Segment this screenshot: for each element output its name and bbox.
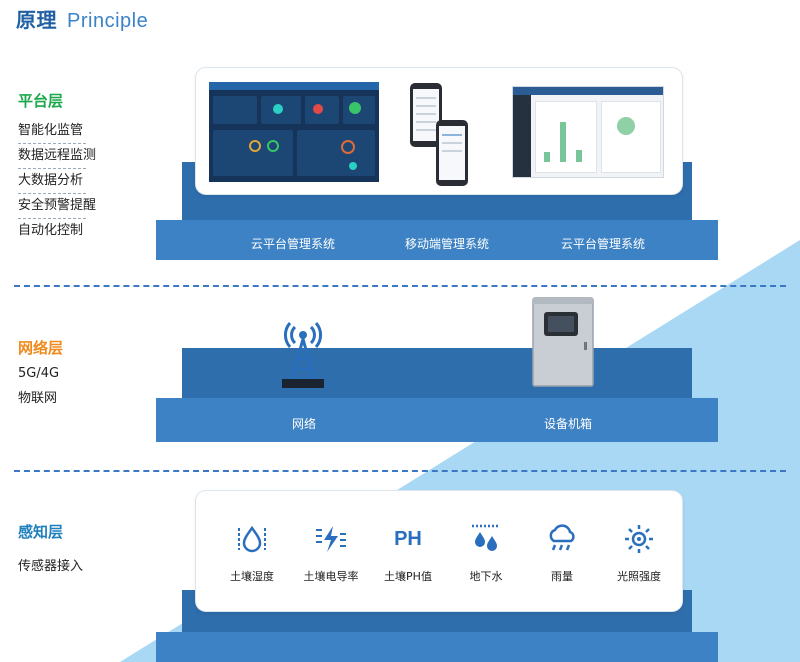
sensor-light-intensity: 光照强度 [599, 522, 679, 584]
sensor-soil-ph: PH 土壤PH值 [368, 522, 448, 584]
sensor-rainfall: 雨量 [522, 522, 602, 584]
feature-item: 5G/4G [18, 366, 60, 381]
feature-item: 物联网 [18, 391, 58, 406]
mobile-phone-front [436, 120, 468, 186]
platform-slab-front [156, 220, 718, 260]
divider-1 [14, 285, 786, 287]
network-feature-list: 5G/4G 物联网 [18, 362, 86, 412]
ph-icon: PH [394, 527, 422, 550]
sensors-card [196, 491, 682, 611]
platform-feature-list: 智能化监管 数据远程监测 大数据分析 安全预警提醒 自动化控制 [18, 119, 96, 244]
equipment-cabinet-icon [532, 297, 594, 387]
dashboard-screenshot [209, 82, 379, 182]
soil-conductivity-icon [316, 526, 346, 552]
network-slab-top [182, 348, 692, 398]
slab-label-cloud-platform-2: 云平台管理系统 [560, 237, 645, 251]
sensing-layer-heading: 感知层 [18, 523, 64, 541]
slab-label-network: 网络 [291, 417, 316, 431]
signal-tower-icon [282, 322, 324, 388]
sensor-row: 土壤湿度 土壤电导率 PH 土壤PH值 地下水 [196, 522, 682, 588]
network-layer-heading: 网络层 [18, 339, 64, 357]
feature-item: 大数据分析 [18, 169, 86, 194]
slab-label-mobile-platform: 移动端管理系统 [404, 237, 489, 251]
network-slab-front [156, 398, 718, 442]
sensor-soil-conductivity: 土壤电导率 [291, 522, 371, 584]
platform-layer-heading: 平台层 [18, 92, 64, 110]
soil-moisture-icon [238, 525, 266, 553]
slab-label-cloud-platform-1: 云平台管理系统 [250, 237, 335, 251]
web-platform-screenshot [512, 86, 664, 178]
sensor-soil-moisture: 土壤湿度 [212, 522, 292, 584]
feature-item: 安全预警提醒 [18, 194, 96, 219]
sensor-label: 土壤PH值 [384, 570, 432, 583]
sensor-label: 光照强度 [617, 570, 661, 583]
sensor-label: 土壤湿度 [230, 570, 274, 583]
sensing-feature-list: 传感器接入 [18, 555, 86, 580]
sensing-slab-front [156, 632, 718, 662]
light-intensity-icon [625, 525, 653, 553]
sensor-groundwater: 地下水 [446, 522, 526, 584]
sensor-label: 地下水 [469, 570, 503, 583]
rainfall-icon [549, 524, 575, 551]
feature-item: 智能化监管 [18, 119, 86, 144]
feature-item: 数据远程监测 [18, 144, 96, 169]
feature-item: 传感器接入 [18, 559, 84, 574]
slab-label-equipment-cabinet: 设备机箱 [543, 417, 592, 431]
groundwater-icon [472, 524, 500, 551]
page-title-cn: 原理 [16, 8, 57, 32]
page-title-en: Principle [67, 10, 149, 32]
feature-item: 自动化控制 [18, 223, 84, 238]
page-title: 原理 Principle [16, 4, 148, 33]
sensor-label: 雨量 [551, 570, 573, 583]
divider-2 [14, 470, 786, 472]
sensor-label: 土壤电导率 [303, 570, 359, 583]
